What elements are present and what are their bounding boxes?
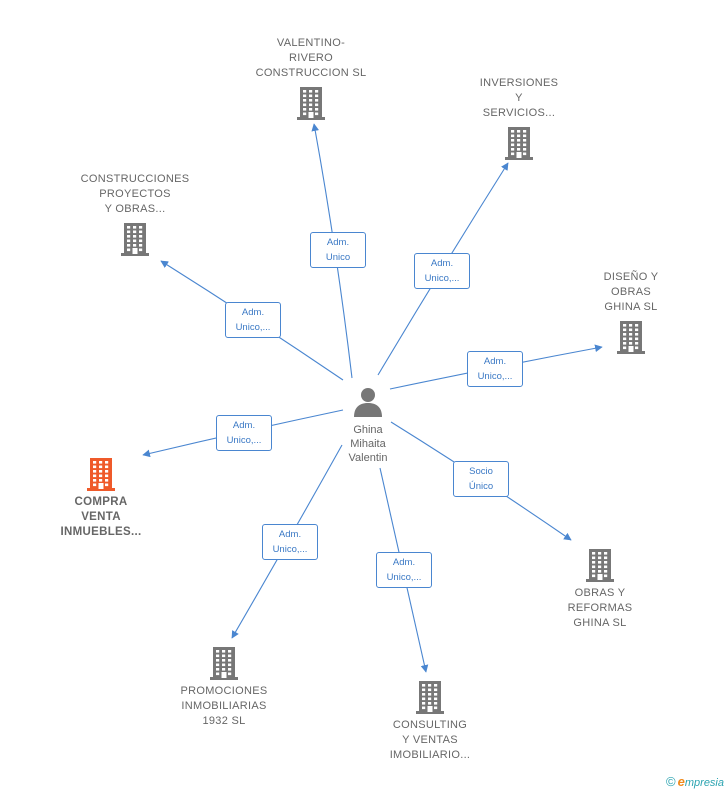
- copyright-icon: ©: [666, 774, 676, 789]
- building-icon[interactable]: [241, 86, 381, 120]
- company-label[interactable]: VALENTINO- RIVERO CONSTRUCCION SL: [255, 37, 367, 79]
- building-icon[interactable]: [65, 222, 205, 256]
- brand-name: mpresia: [684, 777, 724, 789]
- company-node-promociones[interactable]: PROMOCIONES INMOBILIARIAS 1932 SL: [154, 646, 294, 729]
- building-icon[interactable]: [360, 680, 500, 714]
- edge-label-inversiones[interactable]: Adm. Unico,...: [414, 253, 470, 289]
- company-node-consulting[interactable]: CONSULTING Y VENTAS IMOBILIARIO...: [360, 680, 500, 763]
- edge-label-consulting[interactable]: Adm. Unico,...: [376, 552, 432, 588]
- company-label[interactable]: CONSULTING Y VENTAS IMOBILIARIO...: [389, 719, 471, 761]
- edge-label-diseno[interactable]: Adm. Unico,...: [467, 351, 523, 387]
- person-node-center[interactable]: Ghina Mihaita Valentin: [328, 386, 408, 465]
- company-node-valentino[interactable]: VALENTINO- RIVERO CONSTRUCCION SL: [241, 36, 381, 120]
- edge-label-obras[interactable]: Socio Único: [453, 461, 509, 497]
- person-icon[interactable]: [353, 386, 383, 418]
- building-icon[interactable]: [530, 548, 670, 582]
- edge-label-construcciones[interactable]: Adm. Unico,...: [225, 302, 281, 338]
- empresia-brand[interactable]: ©empresia: [666, 774, 724, 789]
- brand-logo-letter: e: [677, 774, 685, 789]
- company-label[interactable]: COMPRA VENTA INMUEBLES...: [60, 496, 142, 538]
- building-icon[interactable]: [561, 320, 701, 354]
- building-icon[interactable]: [31, 457, 171, 491]
- company-label[interactable]: PROMOCIONES INMOBILIARIAS 1932 SL: [180, 685, 268, 727]
- company-node-construcciones[interactable]: CONSTRUCCIONES PROYECTOS Y OBRAS...: [65, 172, 205, 256]
- company-label[interactable]: OBRAS Y REFORMAS GHINA SL: [567, 587, 633, 629]
- company-label[interactable]: CONSTRUCCIONES PROYECTOS Y OBRAS...: [80, 173, 190, 215]
- company-node-diseno[interactable]: DISEÑO Y OBRAS GHINA SL: [561, 270, 701, 354]
- building-icon[interactable]: [154, 646, 294, 680]
- company-node-compra[interactable]: COMPRA VENTA INMUEBLES...: [31, 457, 171, 540]
- building-icon[interactable]: [449, 126, 589, 160]
- edge-label-compra[interactable]: Adm. Unico,...: [216, 415, 272, 451]
- company-node-obras[interactable]: OBRAS Y REFORMAS GHINA SL: [530, 548, 670, 631]
- company-node-inversiones[interactable]: INVERSIONES Y SERVICIOS...: [449, 76, 589, 160]
- company-label[interactable]: DISEÑO Y OBRAS GHINA SL: [603, 271, 659, 313]
- company-label[interactable]: INVERSIONES Y SERVICIOS...: [479, 77, 559, 119]
- edge-label-promociones[interactable]: Adm. Unico,...: [262, 524, 318, 560]
- edge-label-valentino[interactable]: Adm. Unico: [310, 232, 366, 268]
- person-label[interactable]: Ghina Mihaita Valentin: [348, 424, 388, 464]
